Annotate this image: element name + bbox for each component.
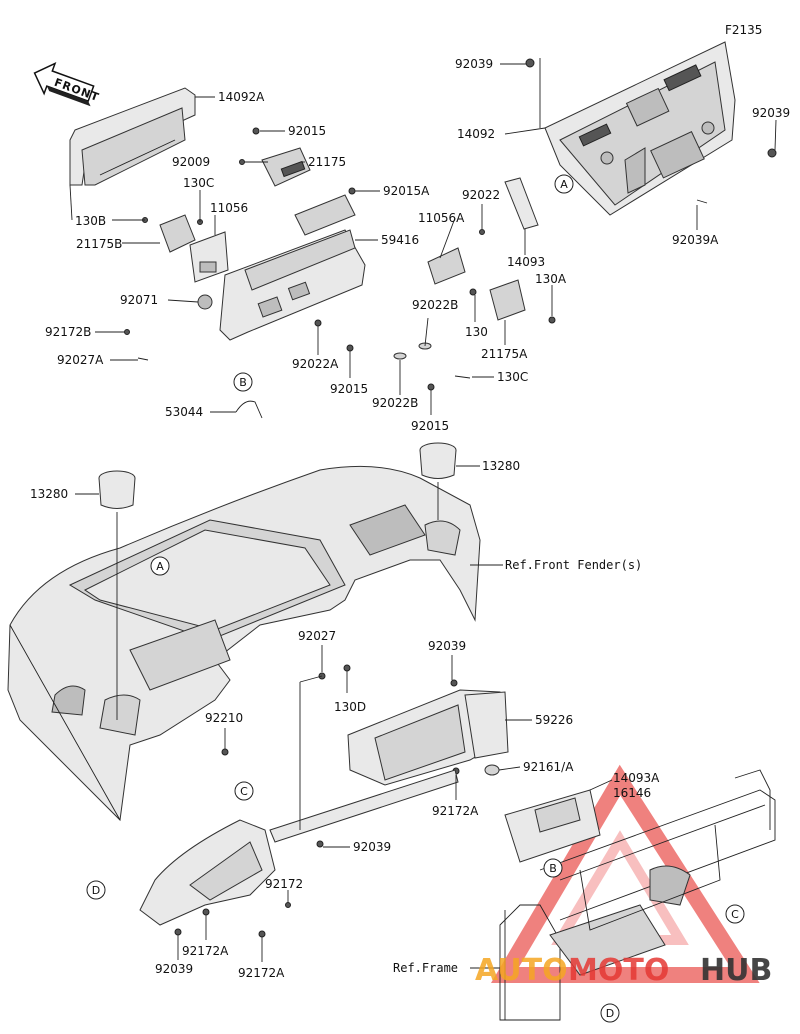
front-arrow-icon: FRONT bbox=[33, 62, 101, 107]
watermark-text: AUTO MOTO HUB bbox=[475, 953, 772, 988]
leader-lines bbox=[69, 63, 777, 969]
part-label-92172A-b: 92172A bbox=[182, 944, 229, 958]
part-label-92172: 92172 bbox=[265, 877, 303, 891]
part-label-92015A: 92015A bbox=[383, 184, 430, 198]
callout-d-frame-letter: D bbox=[606, 1007, 614, 1020]
part-label-92009: 92009 bbox=[172, 155, 210, 169]
watermark-part3: HUB bbox=[700, 953, 772, 988]
watermark-part1: AUTO bbox=[475, 953, 568, 988]
part-label-92015-a: 92015 bbox=[288, 124, 326, 138]
part-label-130B: 130B bbox=[75, 214, 106, 228]
callout-b-top-letter: B bbox=[239, 376, 247, 389]
part-label-14093A: 14093A bbox=[613, 771, 660, 785]
part-label-130D: 130D bbox=[334, 700, 366, 714]
callout-c-left: C bbox=[234, 781, 254, 801]
bracket-part bbox=[159, 214, 229, 283]
dashboard-body bbox=[7, 465, 481, 822]
lower-bracket-right bbox=[427, 177, 556, 324]
part-label-14092A: 14092A bbox=[218, 90, 265, 104]
callout-d-frame: D bbox=[600, 1003, 620, 1023]
fasteners-top-left bbox=[124, 127, 471, 391]
part-label-130A: 130A bbox=[535, 272, 567, 286]
diagram-code: F2135 bbox=[725, 23, 762, 37]
callout-b-frame: B bbox=[543, 858, 563, 878]
part-label-130: 130 bbox=[465, 325, 488, 339]
part-label-59416: 59416 bbox=[381, 233, 419, 247]
callout-c-frame: C bbox=[725, 904, 745, 924]
frame-part bbox=[499, 769, 776, 1021]
instrument-panel-part bbox=[525, 41, 777, 216]
part-label-92027A: 92027A bbox=[57, 353, 104, 367]
part-label-53044: 53044 bbox=[165, 405, 203, 419]
part-label-130C-b: 130C bbox=[497, 370, 528, 384]
part-label-92039-b: 92039 bbox=[752, 106, 790, 120]
part-label-92039-d: 92039 bbox=[353, 840, 391, 854]
part-label-92027: 92027 bbox=[298, 629, 336, 643]
part-label-11056: 11056 bbox=[210, 201, 248, 215]
callout-a-mid-letter: A bbox=[156, 560, 164, 573]
part-label-92022: 92022 bbox=[462, 188, 500, 202]
part-label-130C: 130C bbox=[183, 176, 214, 190]
part-label-92039-e: 92039 bbox=[155, 962, 193, 976]
callout-b-top: B bbox=[233, 372, 253, 392]
part-label-92039A: 92039A bbox=[672, 233, 719, 247]
lower-panel-59226 bbox=[347, 679, 509, 786]
meter-hood-part bbox=[69, 87, 196, 186]
part-label-92022B-a: 92022B bbox=[412, 298, 458, 312]
meter-unit-assembly bbox=[197, 147, 366, 419]
part-label-92161A: 92161/A bbox=[523, 760, 574, 774]
part-label-21175B: 21175B bbox=[76, 237, 122, 251]
part-label-21175A: 21175A bbox=[481, 347, 528, 361]
part-label-16146: 16146 bbox=[613, 786, 651, 800]
cup-holder-left bbox=[98, 470, 136, 509]
ref-label-front-fender: Ref.Front Fender(s) bbox=[505, 558, 642, 572]
cup-holder-right bbox=[419, 442, 457, 479]
part-label-92015-c: 92015 bbox=[411, 419, 449, 433]
part-label-11056A: 11056A bbox=[418, 211, 465, 225]
callout-c-frame-letter: C bbox=[731, 908, 739, 921]
watermark-part2: MOTO bbox=[568, 953, 669, 988]
part-label-92039-a: 92039 bbox=[455, 57, 493, 71]
part-label-21175: 21175 bbox=[308, 155, 346, 169]
part-label-92015-b: 92015 bbox=[330, 382, 368, 396]
lower-duct bbox=[139, 664, 459, 938]
ref-label-frame: Ref.Frame bbox=[393, 961, 458, 975]
lower-panel-14093A bbox=[504, 789, 601, 863]
part-label-13280-b: 13280 bbox=[482, 459, 520, 473]
callout-c-left-letter: C bbox=[240, 785, 248, 798]
part-label-14092: 14092 bbox=[457, 127, 495, 141]
part-label-59226: 59226 bbox=[535, 713, 573, 727]
part-label-92172B: 92172B bbox=[45, 325, 91, 339]
part-label-92022A: 92022A bbox=[292, 357, 339, 371]
part-label-92172A-c: 92172A bbox=[238, 966, 285, 980]
callout-d-left-letter: D bbox=[92, 884, 100, 897]
callout-d-left: D bbox=[86, 880, 106, 900]
part-label-13280-a: 13280 bbox=[30, 487, 68, 501]
part-label-92039-c: 92039 bbox=[428, 639, 466, 653]
part-label-92172A-a: 92172A bbox=[432, 804, 479, 818]
part-label-92210: 92210 bbox=[205, 711, 243, 725]
part-label-92022B-b: 92022B bbox=[372, 396, 418, 410]
callout-a-top: A bbox=[554, 174, 574, 194]
part-label-14093: 14093 bbox=[507, 255, 545, 269]
part-label-92071: 92071 bbox=[120, 293, 158, 307]
callout-a-top-letter: A bbox=[560, 178, 568, 191]
callout-a-mid: A bbox=[150, 556, 170, 576]
callout-b-frame-letter: B bbox=[549, 862, 557, 875]
